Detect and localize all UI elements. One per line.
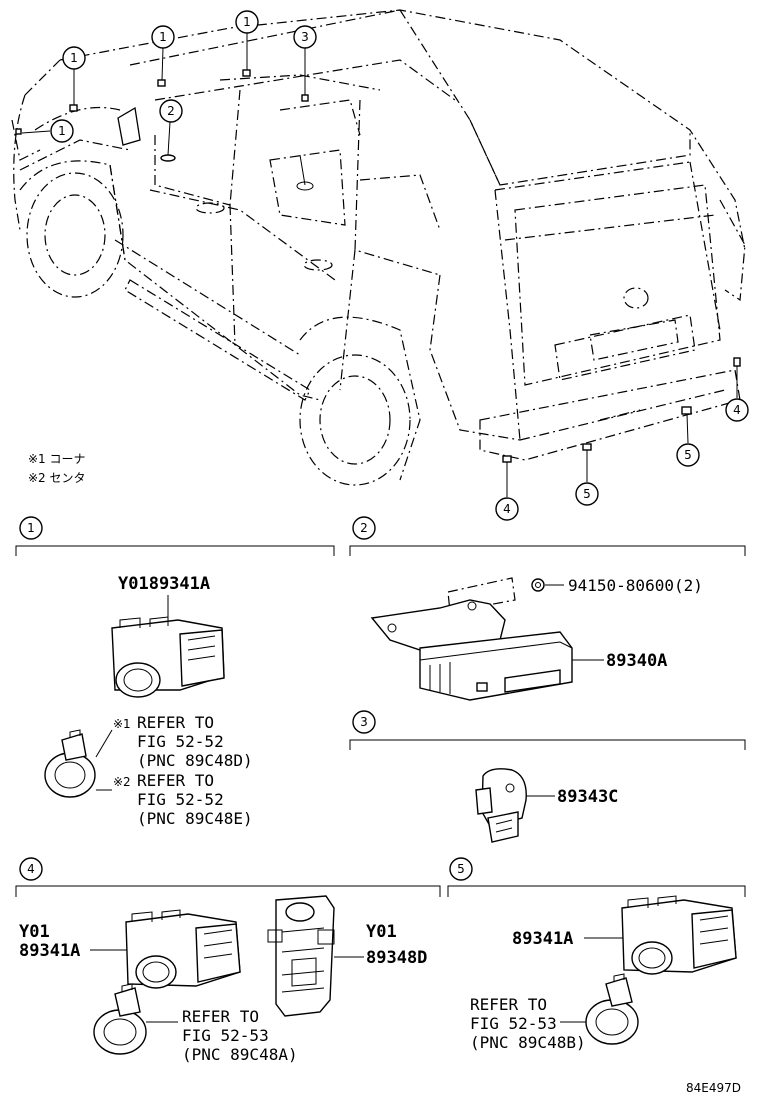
section-3: 3 89343C — [349, 710, 746, 843]
s1-ref2-line3: (PNC 89C48E) — [137, 809, 253, 828]
section-5-number: 5 — [457, 862, 465, 876]
callout-4-b: 4 — [495, 497, 519, 521]
section-2-number: 2 — [360, 521, 368, 535]
s4-bracket-drawing — [267, 895, 335, 1017]
s1-sensor-drawing — [111, 616, 225, 698]
section-3-number: 3 — [360, 715, 368, 729]
callout-1-d: 1 — [50, 119, 74, 143]
s1-ref2-line2: FIG 52-52 — [137, 790, 224, 809]
svg-text:1: 1 — [243, 15, 251, 29]
vehicle-callouts: 1 1 1 1 2 3 4 5 4 5 — [50, 10, 749, 521]
svg-text:2: 2 — [167, 104, 175, 118]
s1-ref1-line3: (PNC 89C48D) — [137, 751, 253, 770]
svg-text:4: 4 — [503, 502, 511, 516]
svg-text:1: 1 — [70, 51, 78, 65]
vehicle-illustration — [11, 9, 746, 486]
callout-1-a: 1 — [62, 46, 86, 70]
s1-part-label: Y0189341A — [118, 574, 210, 594]
section-4: 4 Y01 89341A REFER TO FIG 52-53 (PNC 89C… — [15, 857, 441, 1064]
callout-5-a: 5 — [676, 443, 700, 467]
callout-1-c: 1 — [235, 10, 259, 34]
legend-note-2: ※2 センタ — [28, 471, 86, 485]
vehicle-sensor-markers — [69, 69, 741, 463]
section-2: 2 94150-80600(2) 89340A — [349, 516, 746, 701]
legend-note-1: ※1 コーナ — [28, 452, 86, 466]
svg-text:1: 1 — [159, 30, 167, 44]
s2-ecu-drawing — [370, 599, 573, 701]
s2-ecu-label: 89340A — [606, 651, 667, 671]
s1-ref1-line2: FIG 52-52 — [137, 732, 224, 751]
s1-clip-drawing — [44, 729, 96, 798]
s1-ref1-line1: REFER TO — [137, 713, 214, 732]
s4-sensor-line1: Y01 — [19, 922, 50, 942]
svg-text:5: 5 — [684, 448, 692, 462]
s5-sensor-label: 89341A — [512, 929, 573, 949]
s4-bracket-line1: Y01 — [366, 922, 397, 942]
s5-ref-line3: (PNC 89C48B) — [470, 1033, 586, 1052]
section-4-number: 4 — [27, 862, 35, 876]
svg-text:※1: ※1 — [113, 717, 131, 731]
callout-4-a: 4 — [725, 398, 749, 422]
svg-text:4: 4 — [733, 403, 741, 417]
vehicle-leader-lines — [21, 33, 738, 497]
svg-text:5: 5 — [583, 487, 591, 501]
s5-ref-line1: REFER TO — [470, 995, 547, 1014]
s4-ref-line2: FIG 52-53 — [182, 1026, 269, 1045]
callout-2: 2 — [159, 99, 183, 123]
s5-sensor-drawing — [621, 895, 737, 975]
svg-text:1: 1 — [58, 124, 66, 138]
figure-code: 84E497D — [686, 1081, 741, 1095]
callout-1-b: 1 — [151, 25, 175, 49]
s4-clip-drawing — [93, 983, 147, 1055]
s3-part-label: 89343C — [557, 787, 618, 807]
s3-sensor-drawing — [475, 768, 527, 843]
callout-3: 3 — [293, 25, 317, 49]
s4-ref-line3: (PNC 89C48A) — [182, 1045, 298, 1064]
callout-5-b: 5 — [575, 482, 599, 506]
section-1-number: 1 — [27, 521, 35, 535]
s5-clip-drawing — [585, 973, 639, 1045]
svg-text:※2: ※2 — [113, 775, 131, 789]
s1-ref2-line1: REFER TO — [137, 771, 214, 790]
s4-bracket-line2: 89348D — [366, 948, 427, 968]
s4-sensor-line2: 89341A — [19, 941, 80, 961]
section-5: 5 89341A REFER TO FIG 52-53 (PNC 89C48B) — [447, 857, 746, 1052]
svg-text:3: 3 — [301, 30, 309, 44]
section-1: 1 Y0189341A ※1 REFER TO FIG 52-52 (PNC 8… — [15, 516, 335, 828]
s4-ref-line1: REFER TO — [182, 1007, 259, 1026]
s2-bolt-label: 94150-80600(2) — [568, 576, 703, 595]
s4-sensor-drawing — [125, 909, 241, 989]
s5-ref-line2: FIG 52-53 — [470, 1014, 557, 1033]
